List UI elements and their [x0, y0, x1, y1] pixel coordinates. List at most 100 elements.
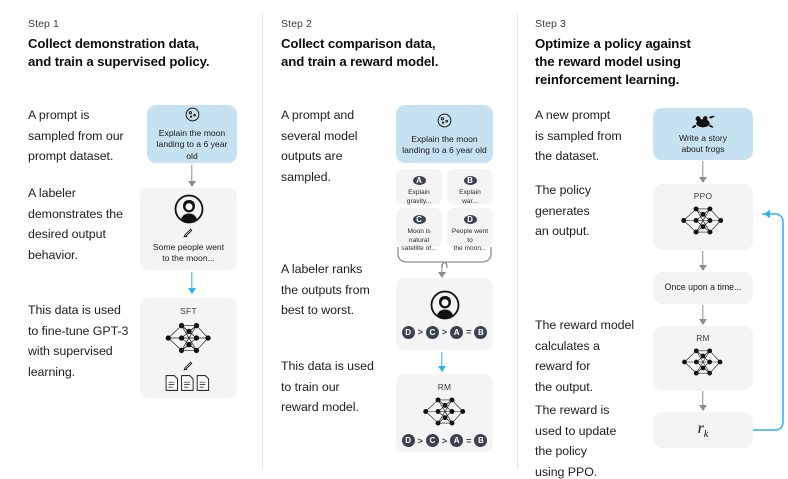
arrow-prompt-to-ppo — [694, 161, 712, 183]
step-1-paragraph-2: A labeler demonstrates the desired outpu… — [28, 186, 123, 262]
step-3-reward-box[interactable]: rk — [653, 412, 753, 448]
step-3-prompt-box[interactable]: Write a story about frogs — [653, 108, 753, 160]
arrow-ppo-to-output — [694, 251, 712, 271]
rm-rank-badge-3: A — [450, 434, 464, 447]
step-2-paragraph-3: This data is used to train our reward mo… — [281, 359, 374, 414]
step-3-ppo-title: PPO — [693, 191, 713, 201]
column-divider-2 — [517, 14, 518, 469]
step-3-column: Step 3 Optimize a policy against the rew… — [518, 0, 788, 479]
step-3-output-text: Once upon a time... — [664, 282, 742, 293]
labeler-avatar-icon — [430, 290, 460, 320]
step-3-paragraph-4: The reward is used to update the policy … — [535, 403, 617, 479]
step-3-paragraph-1: A new prompt is sampled from the dataset… — [535, 108, 622, 163]
pencil-icon — [182, 359, 195, 372]
rank-op-2: > — [441, 327, 448, 337]
step-2-rm-ranking-row: D > C > A = B — [401, 434, 488, 447]
step-3-ppo-box[interactable]: PPO — [653, 184, 753, 250]
step-3-paragraph-3: The reward model calculates a reward for… — [535, 318, 635, 394]
rm-rank-op-3: = — [466, 435, 472, 446]
step-1-column: Step 1 Collect demonstration data, and t… — [0, 0, 262, 479]
neural-network-icon — [676, 202, 730, 239]
rank-badge-4: B — [474, 325, 488, 339]
rm-rank-badge-2: C — [425, 434, 439, 447]
step-1-prompt-box[interactable]: Explain the moon landing to a 6 year old — [147, 105, 237, 163]
rm-rank-badge-1: D — [401, 434, 415, 447]
step-2-column: Step 2 Collect comparison data, and trai… — [263, 0, 517, 479]
option-card-b[interactable]: B Explain war... — [447, 169, 493, 205]
step-3-rm-title: RM — [696, 333, 710, 343]
step-2-title-line2: and train a reward model. — [281, 54, 439, 69]
step-1-labeler-text: Some people went to the moon... — [152, 241, 225, 264]
pencil-icon — [182, 226, 195, 239]
rank-badge-3: A — [450, 325, 464, 339]
step-3-label: Step 3 — [535, 18, 566, 30]
step-1-labeler-box[interactable]: Some people went to the moon... — [140, 188, 237, 270]
step-1-prompt-text: Explain the moon landing to a 6 year old — [156, 127, 228, 161]
arrow-labeler-to-rm — [433, 352, 451, 372]
step-2-rm-box[interactable]: RM D > C > A — [396, 374, 493, 452]
rank-badge-2: C — [425, 325, 439, 339]
step-1-paragraph-3: This data is used to fine-tune GPT-3 wit… — [28, 303, 129, 379]
rank-op-1: > — [417, 327, 423, 337]
step-2-paragraph-1: A prompt and several model outputs are s… — [281, 108, 358, 184]
arrow-labeler-to-sft — [183, 272, 201, 294]
rank-badge-1: D — [401, 325, 415, 339]
rank-op-3: = — [466, 327, 472, 337]
rm-rank-op-2: > — [441, 435, 448, 446]
option-card-d[interactable]: D People went to the moon... — [447, 208, 493, 252]
option-text-b: Explain war... — [459, 189, 481, 205]
step-1-title: Collect demonstration data, and train a … — [28, 35, 258, 71]
option-text-a: Explain gravity... — [406, 189, 432, 205]
feedback-loop-arrow — [750, 200, 788, 432]
reward-symbol: r — [697, 419, 704, 437]
arrow-options-to-labeler — [433, 264, 451, 278]
step-1-title-line2: and train a supervised policy. — [28, 54, 210, 69]
step-2-paragraph-2: A labeler ranks the outputs from best to… — [281, 262, 370, 317]
option-badge-b: B — [463, 176, 477, 185]
arrow-rm-to-reward — [694, 391, 712, 411]
option-badge-a: A — [412, 176, 426, 185]
step-2-title: Collect comparison data, and train a rew… — [281, 35, 506, 71]
arrow-output-to-rm — [694, 305, 712, 325]
option-text-c: Moon is natural satellite of... — [401, 228, 437, 253]
documents-icon — [164, 374, 214, 392]
step-3-title-line3: reinforcement learning. — [535, 72, 680, 87]
moon-icon — [436, 112, 453, 129]
arrow-prompt-to-labeler — [183, 165, 201, 187]
column-divider-1 — [262, 14, 263, 469]
step-1-label: Step 1 — [28, 18, 59, 30]
neural-network-icon — [160, 318, 218, 358]
step-2-title-line1: Collect comparison data, — [281, 36, 436, 51]
option-text-d: People went to the moon... — [451, 228, 489, 253]
step-2-prompt-text: Explain the moon landing to a 6 year old — [402, 133, 487, 156]
option-badge-d: D — [463, 215, 477, 224]
step-1-paragraph-1: A prompt is sampled from our prompt data… — [28, 108, 124, 163]
step-3-reward-value: rk — [698, 420, 709, 440]
rm-rank-op-1: > — [417, 435, 423, 446]
option-badge-c: C — [412, 215, 426, 224]
neural-network-icon — [677, 344, 729, 380]
step-3-output-box[interactable]: Once upon a time... — [653, 272, 753, 304]
option-card-a[interactable]: A Explain gravity... — [396, 169, 442, 205]
step-3-title: Optimize a policy against the reward mod… — [535, 35, 775, 89]
step-1-title-line1: Collect demonstration data, — [28, 36, 199, 51]
step-3-rm-box[interactable]: RM — [653, 326, 753, 390]
moon-icon — [184, 106, 201, 123]
step-2-labeler-box[interactable]: D > C > A = B — [396, 278, 493, 350]
frog-icon — [691, 113, 715, 129]
step-3-paragraph-2: The policy generates an output. — [535, 183, 591, 238]
step-1-sft-box[interactable]: SFT — [140, 298, 237, 398]
step-2-rm-title: RM — [437, 382, 452, 392]
step-3-title-line1: Optimize a policy against — [535, 36, 691, 51]
reward-subscript: k — [703, 429, 709, 441]
step-2-label: Step 2 — [281, 18, 312, 30]
labeler-avatar-icon — [174, 194, 204, 224]
step-2-prompt-box[interactable]: Explain the moon landing to a 6 year old — [396, 105, 493, 163]
rm-rank-badge-4: B — [474, 434, 488, 447]
option-card-c[interactable]: C Moon is natural satellite of... — [396, 208, 442, 252]
step-3-title-line2: the reward model using — [535, 54, 681, 69]
step-3-prompt-text: Write a story about frogs — [678, 132, 728, 155]
step-1-sft-title: SFT — [180, 306, 197, 316]
neural-network-icon — [418, 393, 472, 430]
